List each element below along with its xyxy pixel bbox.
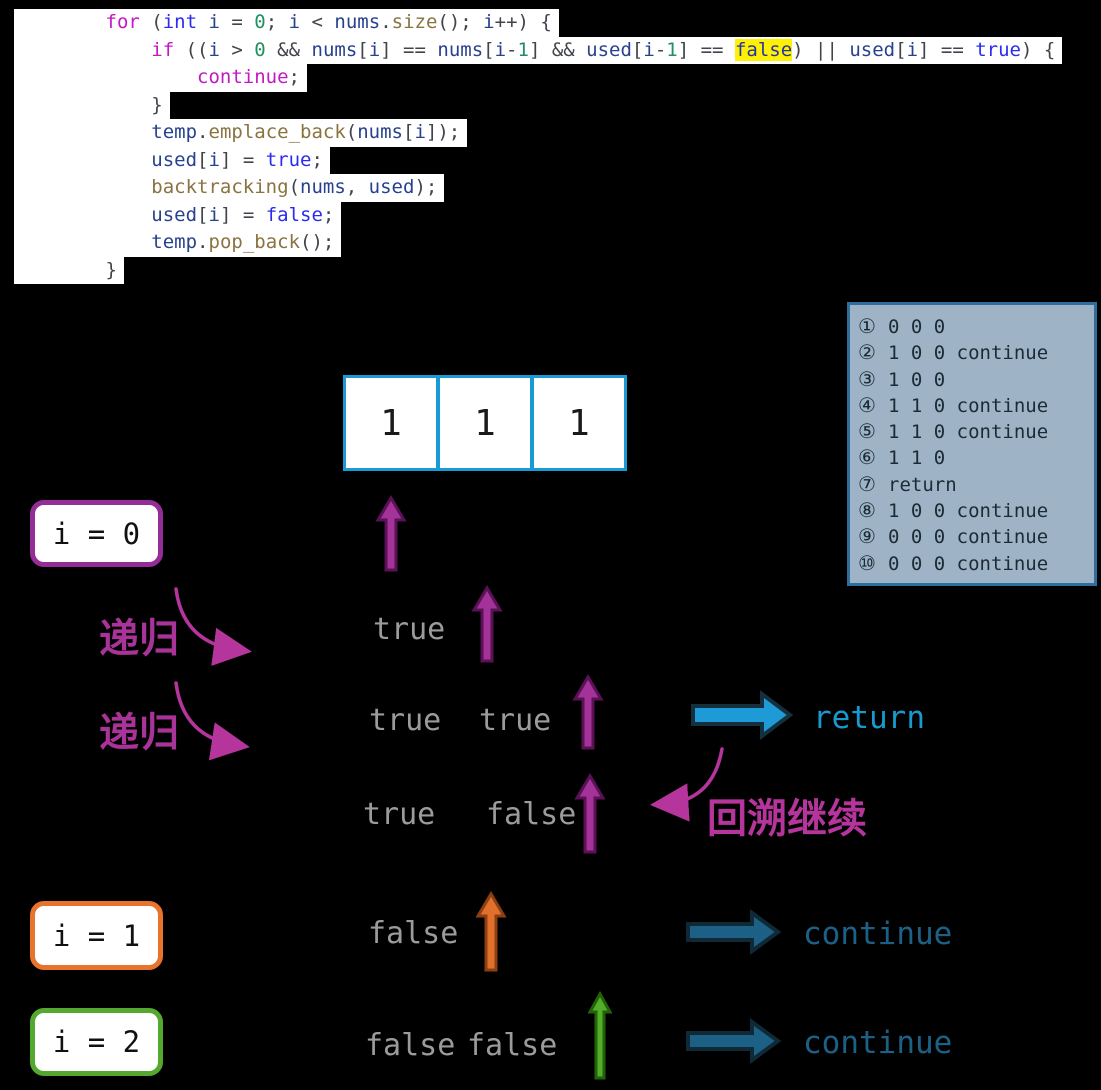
continue-label: continue (803, 1025, 953, 1061)
state-label: true (479, 703, 552, 738)
state-label: true (363, 797, 436, 832)
code-line: continue; (14, 64, 1062, 92)
recursion-label: 递归 (99, 710, 179, 756)
code-line: used[i] = false; (14, 201, 1062, 229)
return-label: return (813, 700, 925, 736)
up-arrow-purple-1 (375, 495, 407, 572)
state-label: true (373, 612, 446, 647)
code-line: temp.pop_back(); (14, 229, 1062, 257)
array-cell: 1 (534, 378, 624, 468)
code-line: if ((i > 0 && nums[i] == nums[i-1] && us… (14, 36, 1063, 64)
state-label: false (368, 916, 459, 951)
up-arrow-purple-2 (471, 585, 503, 663)
continue-label: continue (803, 916, 953, 952)
right-arrow-continue-1 (686, 909, 782, 955)
i-equals-0-box: i = 0 (30, 500, 163, 567)
state-label: false (467, 1028, 558, 1063)
state-label: false (486, 797, 577, 832)
state-label: false (365, 1028, 456, 1063)
code-line: for (int i = 0; i < nums.size(); i++) { (14, 9, 1062, 37)
state-label: true (369, 703, 442, 738)
i-equals-2-box: i = 2 (30, 1008, 163, 1076)
up-arrow-purple-4 (574, 773, 606, 854)
up-arrow-green (587, 990, 613, 1080)
right-arrow-return (691, 690, 794, 740)
array-cell: 1 (346, 378, 436, 468)
right-arrow-continue-2 (686, 1018, 782, 1064)
code-line: backtracking(nums, used); (14, 174, 1062, 202)
code-line: } (14, 91, 1062, 119)
up-arrow-purple-3 (572, 674, 604, 750)
up-arrow-orange (475, 891, 507, 972)
curved-arrow-recursion-2 (174, 681, 250, 761)
code-line: } (14, 256, 1062, 284)
curved-arrow-recursion-1 (174, 587, 252, 666)
code-line: used[i] = true; (14, 146, 1062, 174)
i-equals-1-box: i = 1 (30, 901, 163, 970)
recursion-label: 递归 (99, 616, 179, 662)
array-cell: 1 (440, 378, 530, 468)
code-block: for (int i = 0; i < nums.size(); i++) { … (14, 9, 1063, 284)
code-line: temp.emplace_back(nums[i]); (14, 119, 1062, 147)
backtrack-continue-label: 回溯继续 (707, 796, 867, 842)
